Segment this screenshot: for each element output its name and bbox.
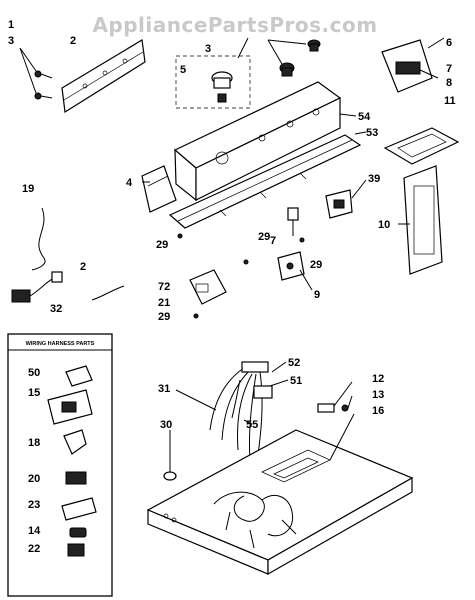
callout-11: 11 [444,95,456,107]
screw-29-c [299,237,305,243]
screw-29-a [177,233,183,239]
harness-part-18 [63,429,87,455]
harness-part-22 [67,543,85,557]
callout-1: 1 [8,19,14,31]
watermark: AppliancePartsPros.com [92,13,377,37]
callout-7-middle: 7 [270,235,276,247]
part-5-group-box [175,55,251,109]
callout-4: 4 [126,177,133,189]
terminal-7 [287,207,299,236]
timer-21 [189,269,227,305]
harness-part-15 [47,389,93,425]
callout-22: 22 [28,543,40,555]
callout-29-bottom: 29 [158,311,170,323]
switch-9 [277,251,305,281]
harness-box-title: WIRING HARNESS PARTS [26,341,95,347]
screw-29-b [243,259,249,265]
end-cap-11 [383,127,460,165]
callout-32: 32 [50,303,62,315]
wire-19 [31,207,46,271]
callout-39: 39 [368,173,380,185]
callout-29-middle: 29 [258,231,270,243]
screw-29-d [193,313,199,319]
callout-19: 19 [22,183,34,195]
callout-2-left: 2 [80,261,86,273]
callout-53: 53 [366,127,378,139]
connector-32 [11,271,63,303]
callout-54: 54 [358,111,371,123]
callout-18: 18 [28,437,40,449]
side-panel-10 [403,165,443,275]
timer-knob-assembly [211,71,233,103]
callout-31: 31 [158,383,170,395]
callout-10: 10 [378,219,390,231]
callout-15: 15 [28,387,40,399]
callout-20: 20 [28,473,40,485]
callout-29-left: 29 [156,239,168,251]
screw-left-upper [34,70,53,79]
knob-left [279,62,295,77]
callout-9: 9 [314,289,320,301]
wire-2 [91,285,125,301]
main-wiring-harness [209,361,273,469]
leader-lines [142,37,410,472]
callout-30: 30 [160,419,172,431]
rear-bracket [61,39,146,114]
end-cap-right [381,39,433,93]
callout-52: 52 [288,357,300,369]
wiring-harness-parts-box: WIRING HARNESS PARTS [7,333,113,597]
callout-23: 23 [28,499,40,511]
callout-16: 16 [372,405,384,417]
harness-part-20 [65,471,87,485]
screw-13 [341,404,349,412]
callout-2-top: 2 [70,35,76,47]
callout-72: 72 [158,281,170,293]
harness-part-50 [65,365,93,387]
bracket-39 [325,189,353,219]
callout-29-right: 29 [310,259,322,271]
callout-21: 21 [158,297,170,309]
end-cap-left [141,165,177,213]
knob-right [307,39,321,52]
callout-51: 51 [290,375,302,387]
switch-12 [317,403,335,413]
callout-3-top: 3 [205,43,211,55]
harness-part-23 [61,497,97,521]
callout-55: 55 [246,419,258,431]
screw-left-lower [34,92,53,100]
harness-part-14 [69,527,87,538]
callout-13: 13 [372,389,384,401]
base-wiring [213,491,297,549]
cabinet-top-16 [146,429,414,576]
callout-5: 5 [180,64,186,76]
callout-8: 8 [446,77,452,89]
clip-30 [163,471,177,481]
callout-7-right: 7 [446,63,452,75]
callout-12: 12 [372,373,384,385]
console-rail [168,134,362,229]
callout-3-left: 3 [8,35,14,47]
callout-14: 14 [28,525,41,537]
callout-50: 50 [28,367,40,379]
control-console-panel [173,81,342,202]
callout-6: 6 [446,37,452,49]
